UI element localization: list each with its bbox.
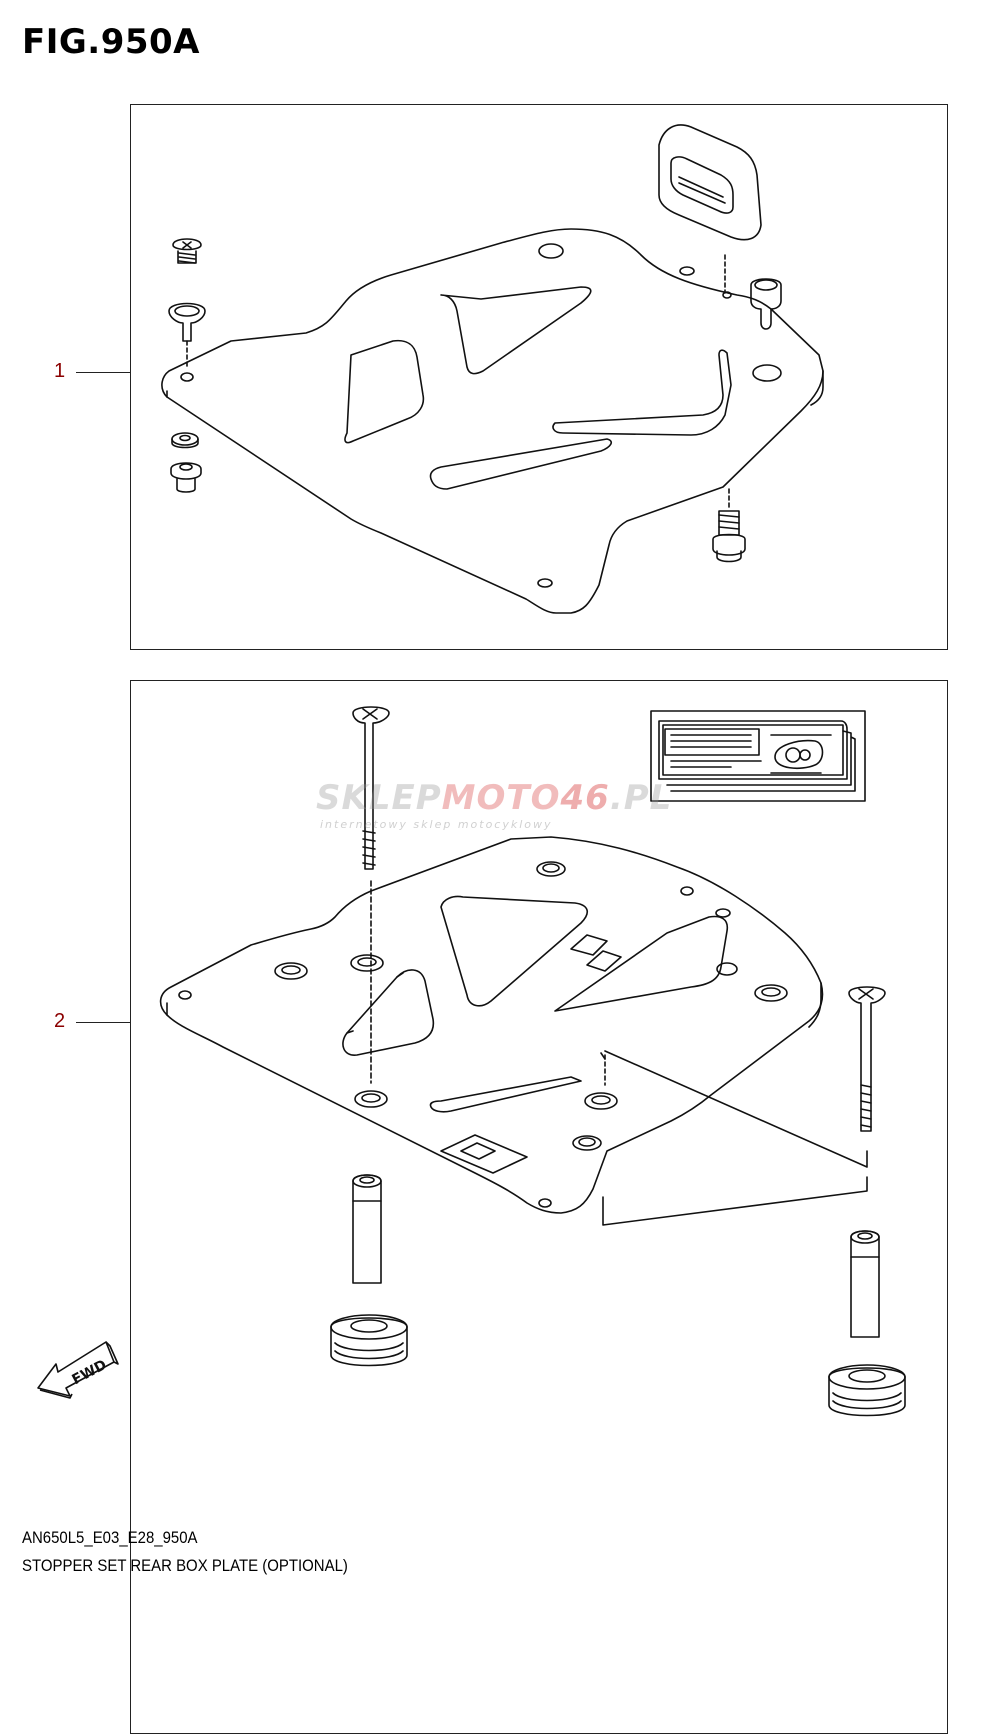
rear-box-plate-drawing-icon (159, 706, 906, 1417)
label-sheet (650, 710, 866, 802)
panel-stopper-set (130, 104, 948, 650)
footer-description: STOPPER SET REAR BOX PLATE (OPTIONAL) (22, 1556, 348, 1575)
nut (170, 462, 202, 480)
cutout-b (440, 286, 592, 375)
callout-2-leader (76, 1022, 130, 1023)
figure-title: FIG.950A (22, 22, 200, 62)
right-cushion (828, 1367, 906, 1417)
collar (168, 302, 206, 342)
callout-1-leader (76, 372, 130, 373)
flat-screw (172, 238, 202, 251)
label-slot (440, 1134, 528, 1174)
cutout-a (344, 339, 425, 444)
fwd-arrow-icon: FWD (36, 1336, 120, 1407)
stopper-set-drawing-icon (161, 124, 824, 614)
right-collar (850, 1230, 880, 1338)
stopper (658, 124, 762, 241)
cutout-d (552, 349, 732, 436)
cutout-bottom (429, 1076, 582, 1113)
rear-box-plate (159, 836, 824, 1214)
cutout-top (440, 895, 588, 1007)
long-bolt (352, 706, 390, 870)
callout-1: 1 (54, 360, 66, 382)
short-bolt (848, 986, 886, 1132)
left-cushion (330, 1317, 408, 1367)
rubber-mount (750, 278, 782, 330)
cutout-c (429, 438, 613, 490)
cutout-left (342, 969, 435, 1056)
suzuki-logo-icon (570, 934, 622, 972)
callout-2: 2 (54, 1010, 66, 1032)
cutout-right (554, 915, 729, 1012)
footer-code: AN650L5_E03_E28_950A (22, 1528, 198, 1547)
left-collar (352, 1174, 382, 1284)
